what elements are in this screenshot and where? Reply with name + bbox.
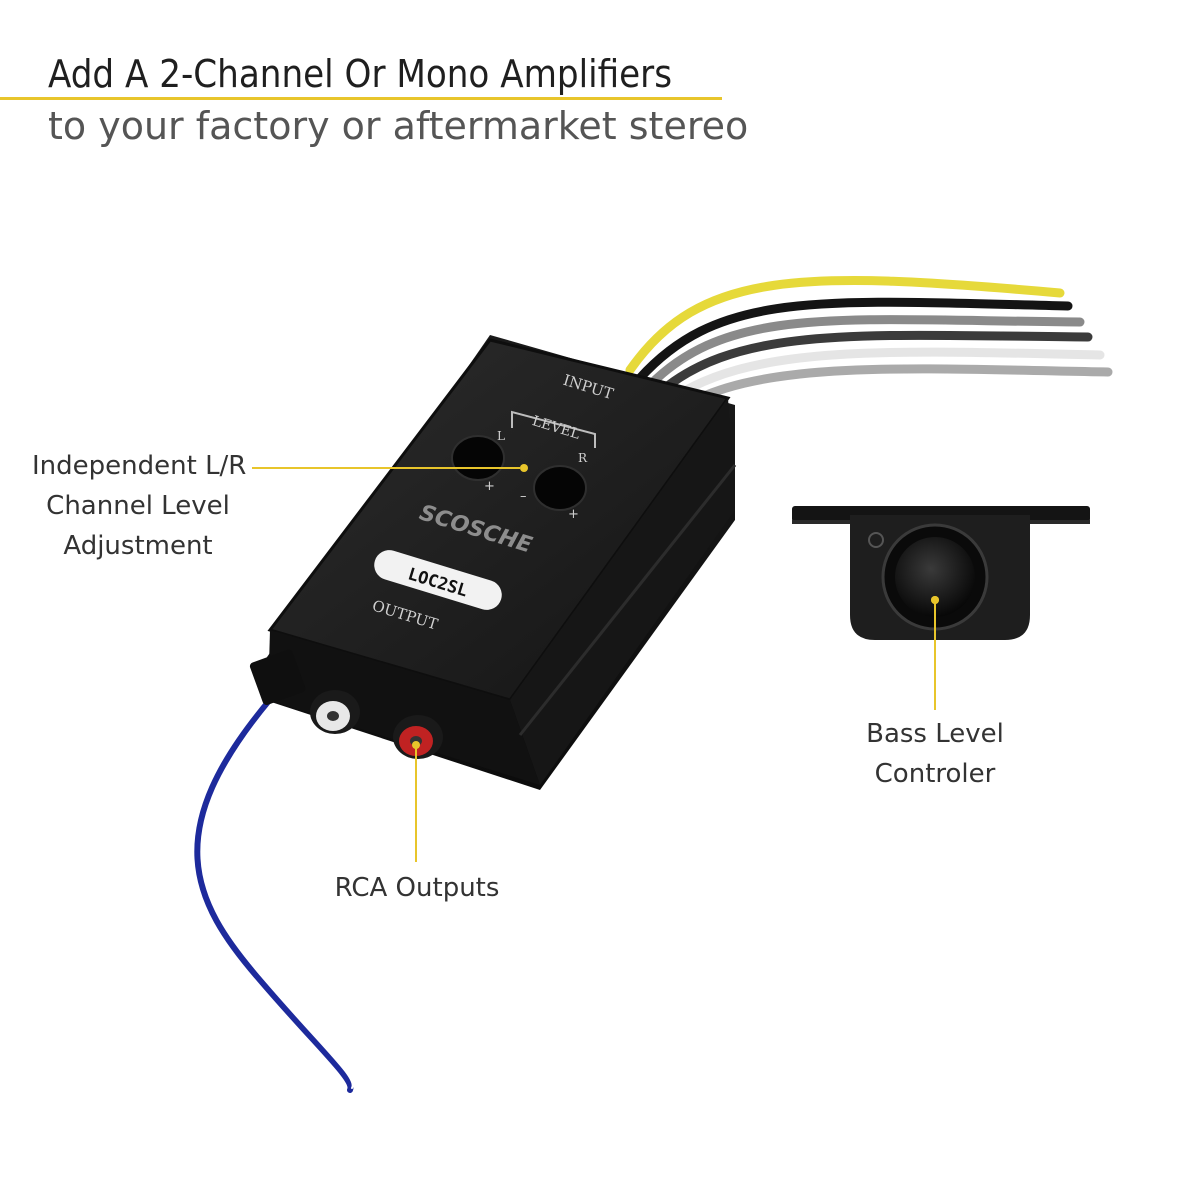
headline: Add A 2-Channel Or Mono Amplifiers xyxy=(48,52,673,96)
callout-bass-line-2: Controler xyxy=(874,759,996,789)
callout-level-line-3: Adjustment xyxy=(63,531,213,561)
input-wires xyxy=(625,276,1113,413)
line-output-converter xyxy=(265,335,737,790)
subheadline: to your factory or aftermarket stereo xyxy=(48,104,749,148)
right-plus-label: + xyxy=(568,507,579,522)
bass-knob[interactable] xyxy=(895,537,975,617)
bass-remote xyxy=(792,506,1090,640)
callout-rca-outputs: RCA Outputs xyxy=(322,868,512,908)
callout-level-line-2: Channel Level xyxy=(46,491,230,521)
left-channel-label: L xyxy=(497,429,505,443)
rca-jacks xyxy=(249,649,443,759)
minus-label: – xyxy=(520,489,527,504)
callout-level-adjustment: Independent L/R Channel Level Adjustment xyxy=(32,446,247,566)
model-badge xyxy=(374,550,502,610)
callout-level-line-1: Independent L/R xyxy=(32,451,247,481)
callout-rca-text: RCA Outputs xyxy=(334,873,500,903)
remote-wire xyxy=(194,697,354,1093)
left-plus-label: + xyxy=(484,479,495,494)
right-level-pot[interactable] xyxy=(533,465,587,511)
callout-lines xyxy=(252,467,936,862)
callout-bass-control: Bass Level Controler xyxy=(855,714,1015,794)
callout-bass-line-1: Bass Level xyxy=(866,719,1004,749)
right-channel-label: R xyxy=(578,451,588,465)
headline-underline xyxy=(0,97,722,100)
